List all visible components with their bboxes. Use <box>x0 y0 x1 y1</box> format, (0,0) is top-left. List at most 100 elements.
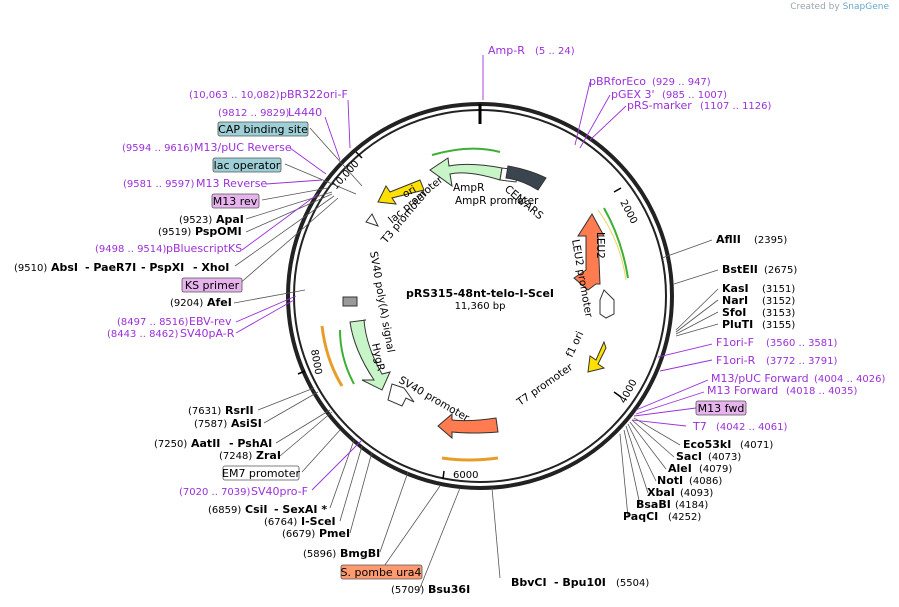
primer-pbrforeco-range: (929 .. 947) <box>652 77 711 88</box>
site-pspomi: PspOMI <box>195 225 242 238</box>
site-bbvci: BbvCI <box>511 576 547 589</box>
site-pluti-pos: (3155) <box>762 320 795 331</box>
primer-pbluescriptks-range: (9498 .. 9514) <box>95 244 167 255</box>
site-nari-pos: (3152) <box>762 296 795 307</box>
primer-ebvrev-range: (8497 .. 8516) <box>117 317 189 328</box>
label-hygr: HygR <box>369 342 387 372</box>
primer-m13pucfwd-name: M13/pUC Forward <box>711 372 809 385</box>
primer-pbr322ori-name: pBR322ori-F <box>280 88 348 101</box>
primer-pgex3-range: (985 .. 1007) <box>662 90 727 101</box>
site-asisi-pos: (7587) <box>194 419 227 430</box>
site-bbvci-group-pos: (5504) <box>616 578 649 589</box>
site-bmgbi-pos: (5896) <box>303 549 336 560</box>
sv40-promoter-arrow <box>387 383 415 407</box>
label-ampr-promoter: AmpR promoter <box>455 195 539 207</box>
site-aflii: AflII <box>716 233 741 246</box>
credit-brand: SnapGene <box>842 2 889 12</box>
primer-m13pucrev-range: (9594 .. 9616) <box>122 143 194 154</box>
site-noti-pos: (4086) <box>689 476 722 487</box>
site-saci: SacI <box>676 450 702 463</box>
site-paqci: PaqCI <box>623 510 658 523</box>
ura4-arrow <box>437 412 499 440</box>
primer-pbr322ori-range: (10,063 .. 10,082) <box>189 90 280 101</box>
primer-f1orif-name: F1ori-F <box>716 336 754 349</box>
arcs <box>320 147 629 462</box>
site-sexai: - SexAI * <box>274 503 327 516</box>
primer-m13pucrev-name: M13/pUC Reverse <box>194 141 292 154</box>
label-ampr: AmpR <box>453 182 484 194</box>
primer-f1orir-range: (3772 .. 3791) <box>766 356 838 367</box>
site-bsu36i-pos: (5709) <box>391 585 424 596</box>
label-leu2: LEU2 <box>594 232 606 259</box>
primer-ebvrev-name: EBV-rev <box>189 315 232 328</box>
primer-labels: Amp-R (5 .. 24) pBRforEco (929 .. 947) p… <box>95 44 886 498</box>
site-pmei-pos: (6679) <box>282 529 315 540</box>
primer-f1orir-name: F1ori-R <box>716 354 756 367</box>
site-iscei-pos: (6764) <box>264 517 297 528</box>
backbone <box>286 102 674 490</box>
primer-f1orif-range: (3560 .. 3581) <box>766 338 838 349</box>
primer-m13pucfwd-range: (4004 .. 4026) <box>814 374 886 385</box>
site-kasi-pos: (3151) <box>762 284 795 295</box>
ks-primer-box: KS primer <box>185 279 240 292</box>
site-absi-group-pos: (9510) <box>14 263 47 274</box>
site-bsu36i: Bsu36I <box>428 583 470 596</box>
primer-l4440-name: L4440 <box>288 106 322 119</box>
site-bsteii: BstEII <box>722 263 758 276</box>
primer-ampr-range: (5 .. 24) <box>535 46 575 57</box>
callout-lines-right <box>619 239 719 518</box>
credit-prefix: Created by <box>790 2 840 12</box>
plasmid-length: 11,360 bp <box>455 301 506 312</box>
site-sfoi-pos: (3153) <box>762 308 795 319</box>
site-noti: NotI <box>657 474 683 487</box>
ampr-arrow <box>429 157 503 188</box>
primer-pbrforeco-name: pBRforEco <box>589 75 646 88</box>
site-bmgbi: BmgBI <box>340 547 380 560</box>
site-alei-pos: (4079) <box>699 464 732 475</box>
primer-ampr-name: Amp-R <box>488 44 525 57</box>
f1-ori-arrow <box>587 340 607 373</box>
primer-sv40prof-name: SV40pro-F <box>251 485 308 498</box>
sv40-polya-box <box>342 296 358 307</box>
primer-lines <box>235 55 713 491</box>
primer-sv40prof-range: (7020 .. 7039) <box>179 487 251 498</box>
site-csii: CsiI <box>245 503 267 516</box>
tick-4000: 4000 <box>618 378 640 406</box>
site-afei: AfeI <box>207 296 232 309</box>
primer-sv40par-name: SV40pA-R <box>180 327 235 340</box>
site-eco53ki-pos: (4071) <box>740 440 773 451</box>
site-pshai: - PshAI <box>229 437 272 450</box>
site-iscei: I-SceI <box>301 515 336 528</box>
cen-ars-bar <box>505 165 547 191</box>
primer-t7-name: T7 <box>692 420 707 433</box>
label-t7-promoter: T7 promoter <box>514 361 576 409</box>
site-aflii-pos: (2395) <box>754 235 787 246</box>
label-ori: ori <box>401 183 419 200</box>
primer-m13forward-range: (4018 .. 4035) <box>786 386 858 397</box>
site-rsrii: RsrII <box>225 404 254 417</box>
primer-m13reverse-name: M13 Reverse <box>196 177 267 190</box>
lac-operator-box: lac operator <box>214 159 281 172</box>
ori-arrow <box>377 179 425 205</box>
site-sfoi: SfoI <box>722 306 746 319</box>
site-eco53ki: Eco53kI <box>683 438 731 451</box>
primer-prsmarker-name: pRS-marker <box>627 99 692 112</box>
sites-left: (9523) ApaI (9519) PspOMI (9510) AbsI - … <box>14 213 649 596</box>
hygr-arrow <box>349 319 391 391</box>
site-zrai-pos: (7248) <box>219 451 252 462</box>
site-rsrii-pos: (7631) <box>188 406 221 417</box>
sites-right: AflII (2395) BstEII (2675) KasI (3151) N… <box>623 233 797 523</box>
leu2-promoter-arrow <box>599 289 615 319</box>
site-bsteii-pos: (2675) <box>764 265 797 276</box>
site-pspomi-pos: (9519) <box>158 227 191 238</box>
site-zrai: ZraI <box>256 449 281 462</box>
site-saci-pos: (4073) <box>708 452 741 463</box>
callout-lines-left <box>233 127 501 589</box>
site-xbai: XbaI <box>647 486 675 499</box>
cap-binding-site-box: CAP binding site <box>218 123 308 136</box>
primer-pgex3-name: pGEX 3' <box>611 88 655 101</box>
site-apai-pos: (9523) <box>179 215 212 226</box>
site-apai: ApaI <box>216 213 244 226</box>
site-bpu10i: - Bpu10I <box>554 576 606 589</box>
